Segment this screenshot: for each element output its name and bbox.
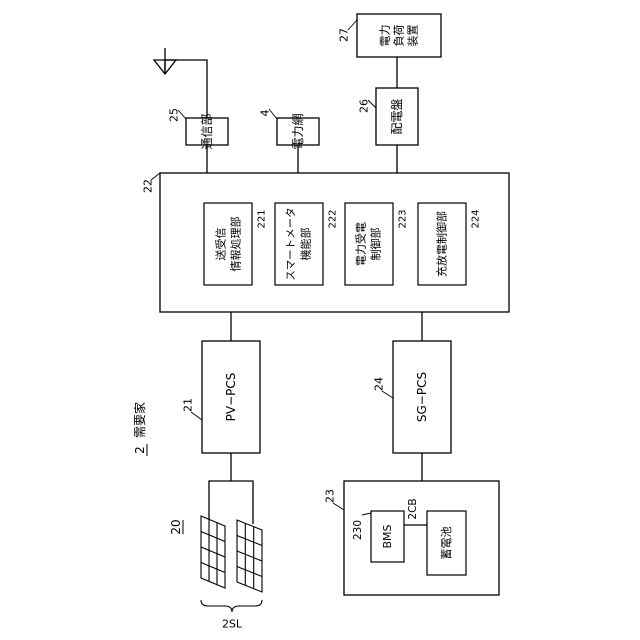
unit-224-ref: 224 — [471, 209, 482, 228]
solar-group-ref: 2SL — [222, 618, 243, 631]
storage-unit: 23 BMS 230 蓄電池 2CB — [324, 481, 500, 595]
unit-223-ref: 223 — [398, 209, 409, 228]
sg-pcs-label: SG−PCS — [415, 372, 429, 422]
distribution-panel-label: 配電盤 — [390, 98, 404, 134]
pv-pcs-label: PV−PCS — [224, 373, 238, 422]
solar-panel-icon — [237, 520, 262, 592]
unit-221-ref: 221 — [257, 209, 268, 228]
unit-223-power-receiving-control: 電力受電 制御部 223 — [345, 203, 409, 285]
load-ref: 27 — [338, 28, 351, 42]
controller-ref-leader — [151, 173, 160, 180]
sg-pcs-ref: 24 — [373, 377, 386, 391]
antenna-icon — [154, 48, 207, 118]
bms-block: BMS 230 — [352, 511, 404, 562]
controller: 22 送受信 情報処理部 221 スマートメータ 機能部 222 電力受電 制御… — [142, 173, 510, 312]
load-line3: 装置 — [407, 25, 420, 47]
comm-unit: 通信部 25 — [168, 108, 229, 150]
sg-pcs-ref-leader — [382, 391, 393, 398]
unit-222-line2: 機能部 — [299, 228, 313, 261]
comm-unit-label: 通信部 — [199, 113, 214, 149]
unit-223-line1: 電力受電 — [355, 222, 368, 266]
controller-ref: 22 — [142, 179, 155, 193]
unit-221-line1: 送受信 — [214, 228, 228, 261]
battery-label: 蓄電池 — [440, 527, 453, 560]
solar-group-brace — [201, 600, 262, 612]
solar-ref: 20 — [169, 519, 183, 534]
unit-222-smart-meter-function: スマートメータ 機能部 222 — [275, 203, 339, 285]
system-label-text: 需要家 — [132, 402, 147, 438]
pv-pcs-ref: 21 — [182, 398, 195, 412]
unit-224-charge-discharge-control: 充放電制御部 224 — [418, 203, 482, 285]
system-label: 需要家 2 — [132, 402, 147, 456]
load-line2: 負荷 — [393, 25, 406, 47]
power-grid-label: 電力網 — [291, 113, 305, 149]
unit-221-tx-rx-info-processing: 送受信 情報処理部 221 — [204, 203, 268, 285]
unit-222-ref: 222 — [328, 209, 339, 228]
storage-ref-leader — [333, 503, 344, 510]
solar-wiring — [209, 453, 253, 524]
middle-connectors — [231, 312, 422, 341]
unit-221-line2: 情報処理部 — [229, 217, 243, 272]
power-grid: 電力網 4 — [259, 109, 320, 150]
battery-ref: 2CB — [407, 498, 419, 519]
pv-pcs-ref-leader — [191, 412, 202, 420]
power-grid-ref: 4 — [259, 110, 272, 117]
unit-223-line2: 制御部 — [369, 228, 383, 261]
power-load-device: 電力 負荷 装置 27 — [338, 14, 442, 57]
load-line1: 電力 — [379, 25, 392, 47]
bms-ref: 230 — [352, 520, 364, 540]
storage-ref: 23 — [324, 489, 337, 503]
unit-224-line1: 充放電制御部 — [435, 211, 449, 277]
solar-panel-icon — [201, 516, 225, 588]
battery-block: 蓄電池 2CB — [407, 498, 466, 575]
load-ref-leader — [348, 20, 357, 30]
bms-ref-leader — [362, 513, 371, 515]
sg-pcs: SG−PCS 24 — [373, 341, 452, 453]
unit-222-line1: スマートメータ — [285, 207, 297, 280]
system-ref: 2 — [133, 446, 147, 454]
distribution-panel: 配電盤 26 — [358, 88, 419, 145]
bms-label: BMS — [381, 524, 394, 548]
pv-pcs: PV−PCS 21 — [182, 341, 261, 453]
